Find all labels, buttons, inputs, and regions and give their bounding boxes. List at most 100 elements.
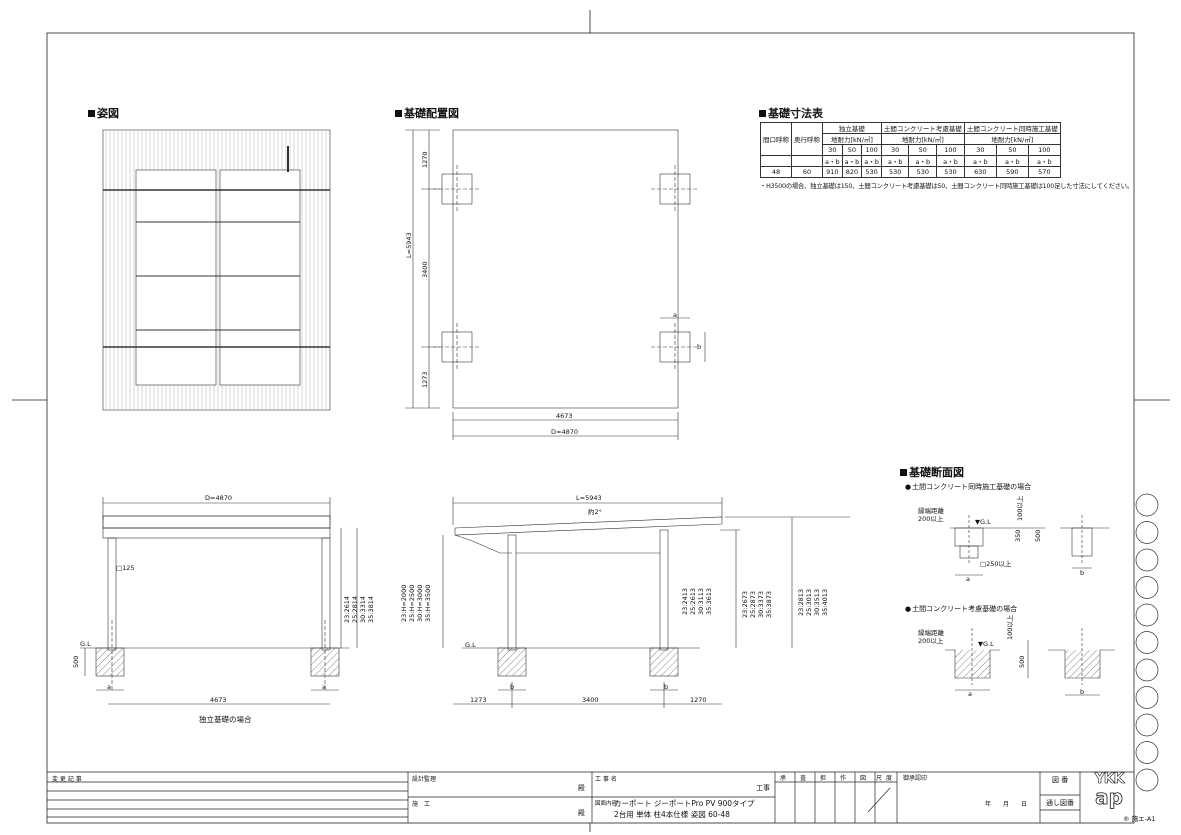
- elev-left-heights: 23:2614 25:2814 30:3314 35:3814: [343, 596, 375, 623]
- height-label: 35:4013: [821, 588, 829, 616]
- saishu-label: 御承認印: [903, 775, 928, 782]
- plan-dim-b: b: [697, 343, 702, 351]
- section-case2-title: 土間コンクリート考慮基礎の場合: [905, 604, 1017, 614]
- stamp-label: 担: [820, 775, 827, 782]
- elev-left-caption: 独立基礎の場合: [199, 715, 252, 724]
- case1-edge-min: 200以上: [918, 515, 944, 523]
- section-case1-title: 土間コンクリート同時施工基礎の場合: [905, 482, 1031, 492]
- zuban-label: 図 番: [1052, 776, 1069, 784]
- elev-right-3400: 3400: [582, 696, 599, 704]
- koji: 工事: [756, 784, 770, 792]
- height-label: 35:3613: [705, 587, 713, 615]
- th-doma-doji: 土間コンクリート同時施工基礎: [963, 122, 1061, 134]
- dono2: 殿: [578, 809, 585, 817]
- content-line2: 2台用 単体 柱4本仕様 姿図 60-48: [614, 810, 730, 819]
- case1-gl: ▼G.L: [975, 518, 991, 526]
- th-dokuritsu: 独立基礎: [822, 122, 882, 134]
- stamp-label: 尺: [876, 775, 883, 782]
- section-title-kiso-sunpo: 基礎寸法表: [759, 105, 823, 121]
- section-title-kiso-haichi: 基礎配置図: [395, 105, 459, 121]
- margin-circle: [1135, 521, 1159, 544]
- margin-circle: [1135, 631, 1159, 654]
- seko-label: 施 工: [412, 801, 431, 808]
- case1-500: 500: [1034, 529, 1042, 542]
- ab-label: a・b: [880, 155, 910, 167]
- margin-circle: [1135, 713, 1159, 737]
- ab-label: a・b: [908, 155, 938, 167]
- case1-edge: 縁端距離: [918, 507, 944, 515]
- row-value: 530: [880, 166, 910, 178]
- dono1: 殿: [578, 784, 585, 792]
- plan-dim-3400: 3400: [421, 261, 429, 278]
- elev-right-L: L=5943: [576, 494, 602, 502]
- elev-right-b2: b: [664, 683, 669, 691]
- height-label: 30:H=3000: [416, 584, 424, 622]
- section-title-kiso-danmen: 基礎断面図: [900, 464, 964, 480]
- case2-b: b: [1080, 688, 1085, 696]
- height-label: 25:3013: [805, 588, 813, 616]
- ab-label: a・b: [861, 155, 882, 167]
- ab-label: a・b: [841, 155, 863, 167]
- bearing-value: 50: [995, 144, 1029, 156]
- case1-a: a: [966, 575, 970, 583]
- row-value: 590: [995, 166, 1029, 178]
- row-value: 630: [963, 166, 997, 178]
- height-label: 25:2814: [351, 595, 359, 623]
- plan-dim-L: L=5943: [405, 232, 413, 258]
- th-doma-koryo: 土間コンクリート考慮基礎: [880, 122, 965, 134]
- margin-circle: [1135, 576, 1159, 599]
- height-label: 23:2614: [343, 595, 351, 623]
- margin-circle: [1135, 741, 1159, 764]
- case2-a: a: [968, 690, 972, 698]
- koji-name-label: 工 事 名: [595, 776, 617, 783]
- height-label: 30:3373: [757, 590, 765, 618]
- drawing-code: ® 施エ-A1: [1123, 815, 1156, 823]
- plan-dim-D: D=4870: [551, 428, 578, 436]
- row-okuyuki: 60: [791, 166, 823, 178]
- elev-right-h-left: 23:H=2000 25:H=2500 30:H=3000 35:H=3500: [400, 585, 432, 622]
- margin-circle: [1135, 493, 1159, 517]
- margin-circle: [1135, 768, 1159, 792]
- bearing-value: 30: [822, 144, 843, 156]
- height-label: 25:H=2500: [408, 584, 416, 622]
- elev-right-b1: b: [510, 683, 515, 691]
- row-value: 530: [861, 166, 882, 178]
- elev-right-h-right1: 23:2673 25:2873 30:3373 35:3873: [741, 591, 773, 618]
- ab-label: a・b: [963, 155, 997, 167]
- height-label: 35:3873: [765, 590, 773, 618]
- bearing-value: 50: [841, 144, 863, 156]
- case1-b: b: [1080, 569, 1085, 577]
- table-note: ・H3500の場合、独立基礎は150、土間コンクリート考慮基礎は50、土間コンク…: [760, 183, 1133, 190]
- stamp-label: 承: [780, 775, 787, 782]
- case1-sq250: □250以上: [980, 560, 1012, 568]
- elev-left-a1: a: [107, 683, 111, 691]
- stamp-label: 図: [860, 775, 867, 782]
- case2-edge: 縁端距離: [918, 629, 944, 637]
- elev-left-gl: G.L: [80, 640, 91, 648]
- row-value: 530: [936, 166, 965, 178]
- elev-left-a2: a: [322, 683, 326, 691]
- height-label: 23:2673: [741, 590, 749, 618]
- elev-right-h-right2: 23:2813 25:3013 30:3513 35:4013: [797, 589, 829, 616]
- logo-bottom: ap: [1095, 785, 1124, 809]
- margin-circle: [1135, 686, 1159, 709]
- logo-top: YKK: [1094, 771, 1124, 787]
- elev-right-gl: G.L: [465, 641, 476, 649]
- case2-edge-min: 200以上: [918, 637, 944, 645]
- bearing-value: 30: [880, 144, 910, 156]
- height-label: 23:H=2000: [400, 584, 408, 622]
- row-value: 910: [822, 166, 843, 178]
- case1-350: 350: [1014, 529, 1022, 542]
- henko-label: 変 更 記 事: [52, 776, 82, 783]
- height-label: 30:3113: [697, 587, 705, 615]
- ab-label: a・b: [936, 155, 965, 167]
- stamp-label: 作: [840, 775, 847, 782]
- bearing-value: 50: [908, 144, 938, 156]
- bearing-value: 100: [1027, 144, 1061, 156]
- date-label: 年 月 日: [985, 801, 1028, 808]
- case2-500: 500: [1018, 655, 1026, 668]
- case1-100: 100以上: [1016, 495, 1024, 521]
- plan-dim-1273: 1273: [421, 371, 429, 388]
- th-maguchi: 間口呼称: [760, 122, 792, 156]
